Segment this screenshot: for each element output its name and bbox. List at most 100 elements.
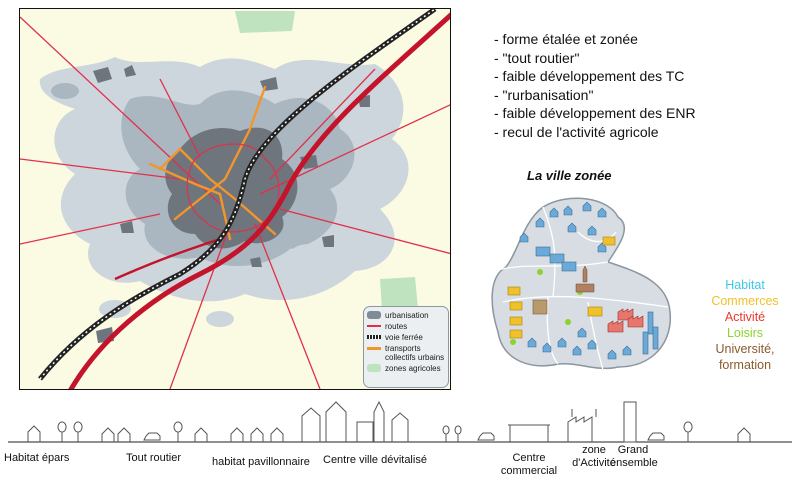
store-icon [509,316,523,326]
railway-line-icon [367,335,381,339]
house-icon [519,232,529,243]
street [497,261,609,271]
urban-satellite [120,221,134,233]
house-icon [582,201,592,212]
road [279,208,450,255]
routes-line-icon [367,325,381,327]
house-icon [27,425,41,442]
apartment-block-icon [561,261,577,272]
transect-label-habitat-epars: Habitat épars [4,452,70,464]
characteristic-item: - faible développement des TC [494,68,685,84]
characteristic-item: - recul de l'activité agricole [494,123,659,140]
house-icon [587,339,597,350]
house-icon [567,222,577,233]
church-icon [356,400,385,442]
legend-item-railway: voie ferrée [367,333,445,344]
store-icon [509,301,523,311]
apartment-block-icon [535,246,551,257]
map-canvas [20,9,450,389]
store-icon [602,236,616,246]
apartment-block-icon [647,311,654,335]
house-icon [597,207,607,218]
house-icon [194,427,208,442]
church-icon [575,265,595,293]
city-boundary [491,197,671,370]
street [502,295,669,308]
tree-icon [683,421,693,442]
tower-block-icon [623,401,637,443]
road-network [20,16,450,389]
car-icon [143,432,161,441]
transect-label-grand-ensemble: Grand ensemble [610,444,658,469]
town-building-icon [391,412,409,442]
commerce-zone [507,236,616,339]
highway [114,237,221,281]
house-icon [270,427,284,442]
tree-icon [57,421,67,442]
road [159,78,201,158]
car-icon [477,432,495,441]
urban-satellite [250,257,262,267]
agricultural-zone [380,277,418,311]
house-icon [572,345,582,356]
road [254,223,321,389]
transect-drawings [8,400,792,443]
house-icon [557,337,567,348]
legend-universite: Université, formation [715,342,775,372]
legend-item-transit: transports collectifs urbains [367,344,445,364]
legend-label: transports collectifs urbains [385,344,445,362]
legend-loisirs: Loisirs [726,326,764,340]
urban-satellite [124,65,136,77]
house-icon [549,207,559,218]
house-icon [101,427,115,442]
house-icon [563,205,573,216]
store-icon [509,329,523,339]
legend-item-routes: routes [367,322,445,333]
street [577,231,617,243]
street [542,206,556,298]
apartment-block-icon [549,253,565,264]
house-icon [587,225,597,236]
urban-satellite [93,67,112,83]
shopping-center-icon [508,424,550,442]
legend-commerces: Commerces [711,294,779,308]
sprawl-patch [290,244,330,264]
transect-label-centre-commercial: Centre commercial [500,452,558,477]
urban-satellite [322,235,334,247]
factory-icon [567,409,597,442]
zoned-city-title: La ville zonée [527,168,612,183]
legend-label: urbanisation [385,311,429,320]
road [20,16,221,205]
house-icon [577,327,587,338]
house-icon [535,217,545,228]
characteristics-list: - forme étalée et zonée - "tout routier"… [494,30,696,141]
transit-line [173,85,267,221]
characteristic-item: - "tout routier" [494,49,580,66]
house-icon [250,427,264,442]
characteristic-item: - faible développement des ENR [494,105,696,121]
housing-zone [519,201,659,360]
apartment-block-icon [652,326,659,350]
agricultural-zone [235,11,295,33]
town-building-icon [325,401,347,442]
factory-icon [627,315,644,328]
urbanisation-swatch-icon [367,311,381,319]
sprawl-patch [206,311,234,327]
legend-label: routes [385,322,408,331]
agricultural-zone-swatch-icon [367,364,381,372]
tree-icon [537,269,543,275]
store-icon [507,286,521,296]
transit-line [158,147,277,236]
tree-icon [442,425,450,442]
legend-habitat: Habitat [725,278,765,292]
house-icon [230,427,244,442]
highway [68,12,450,389]
transit-line-icon [367,347,381,350]
legend-item-urbanisation: urbanisation [367,311,445,322]
transit-line [148,162,222,196]
transect-label-zone-activite: zone d'Activité [572,444,616,469]
tree-icon [565,319,571,325]
road [269,68,376,180]
transect-label-pavillonnaire: habitat pavillonnaire [212,456,310,468]
house-icon [622,345,632,356]
